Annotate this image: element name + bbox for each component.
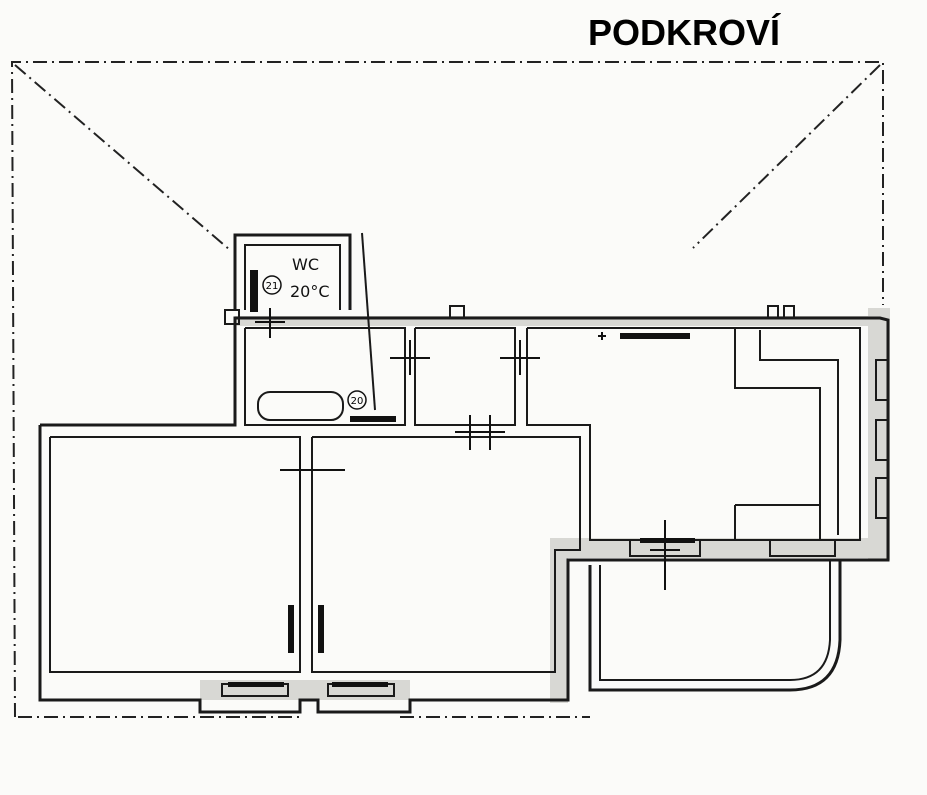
wc-temperature: 20°C [290, 282, 330, 301]
bathroom: 20 [347, 390, 367, 410]
radiator-20-marker [347, 390, 367, 410]
radiators [228, 270, 695, 687]
door-marks [255, 308, 680, 590]
radiator-20-number: 20 [351, 396, 364, 407]
roof-outline [10, 61, 884, 718]
wc-room: WC 20°C 21 [262, 255, 330, 301]
wc-label: WC [292, 255, 319, 274]
radiator-21-marker [262, 275, 282, 295]
walls [38, 232, 890, 714]
plan-title: PODKROVÍ [588, 12, 781, 53]
radiator-21-number: 21 [266, 281, 279, 292]
